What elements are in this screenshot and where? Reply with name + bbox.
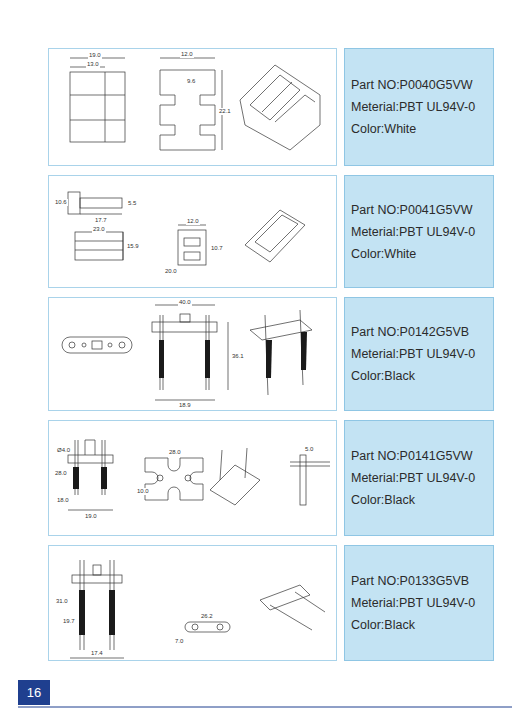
dimension-label: 28.0 (54, 470, 68, 477)
spec-text: Color:Black (351, 365, 487, 387)
dimension-label: 10.0 (136, 488, 150, 495)
spec-text: Color:Black (351, 489, 487, 511)
dimension-label: 5.5 (127, 200, 137, 207)
dimension-label: 7.0 (174, 638, 184, 645)
spec-panel: Part NO:P0142G5VBMeterial:PBT UL94V-0Col… (344, 297, 494, 411)
page-number: 16 (27, 685, 41, 700)
dimension-label: 40.0 (178, 299, 192, 306)
spec-text: Meterial:PBT UL94V-0 (351, 96, 487, 118)
dimension-label: 26.2 (200, 613, 214, 620)
dimension-label: 12.0 (186, 218, 200, 225)
spec-text: Part NO:P0133G5VB (351, 570, 487, 592)
spec-text: Part NO:P0142G5VB (351, 321, 487, 343)
dimension-label: 19.0 (88, 52, 102, 59)
dimension-label: 28.0 (168, 449, 182, 456)
spec-text: Part NO:P0040G5VW (351, 74, 487, 96)
dimension-label: 12.0 (180, 51, 194, 58)
dimension-label: 5.0 (304, 446, 314, 453)
dimension-label: 15.9 (126, 243, 140, 250)
dimension-label: 17.4 (90, 650, 104, 657)
page-number-box: 16 (18, 680, 50, 705)
spec-panel: Part NO:P0040G5VWMeterial:PBT UL94V-0Col… (344, 48, 494, 166)
dimension-label: 22.1 (218, 108, 232, 115)
dimension-label: 10.7 (210, 245, 224, 252)
spec-text: Meterial:PBT UL94V-0 (351, 467, 487, 489)
spec-panel: Part NO:P0041G5VWMeterial:PBT UL94V-0Col… (344, 175, 494, 288)
dimension-label: 18.0 (56, 497, 70, 504)
dimension-label: 20.0 (164, 268, 178, 275)
spec-panel: Part NO:P0141G5VWMeterial:PBT UL94V-0Col… (344, 420, 494, 536)
dimension-label: 13.0 (86, 61, 100, 68)
dimension-label: 36.1 (231, 353, 245, 360)
dimension-label: 17.7 (94, 217, 108, 224)
spec-text: Color:White (351, 118, 487, 140)
spec-text: Color:White (351, 243, 487, 265)
dimension-label: 9.6 (186, 78, 196, 85)
dimension-label: 18.9 (178, 402, 192, 409)
dimension-label: 23.0 (92, 226, 106, 233)
dimension-label: 19.0 (84, 513, 98, 520)
spec-text: Color:Black (351, 614, 487, 636)
dimension-label: Ø4.0 (56, 447, 71, 454)
spec-text: Meterial:PBT UL94V-0 (351, 343, 487, 365)
spec-text: Meterial:PBT UL94V-0 (351, 221, 487, 243)
spec-text: Part NO:P0141G5VW (351, 445, 487, 467)
dimension-label: 31.0 (55, 598, 69, 605)
spec-text: Meterial:PBT UL94V-0 (351, 592, 487, 614)
spec-text: Part NO:P0041G5VW (351, 199, 487, 221)
dimension-label: 10.6 (54, 199, 68, 206)
spec-panel: Part NO:P0133G5VBMeterial:PBT UL94V-0Col… (344, 545, 494, 661)
dimension-label: 19.7 (62, 618, 76, 625)
